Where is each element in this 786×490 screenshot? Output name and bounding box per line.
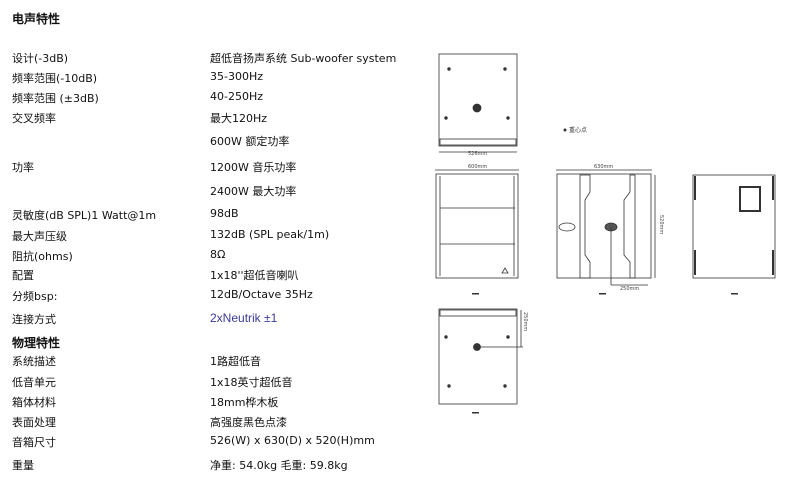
spec-label: 连接方式 xyxy=(12,313,56,326)
side-view-drawing xyxy=(556,169,656,286)
spec-label: 系统描述 xyxy=(12,355,56,368)
spec-label: 箱体材料 xyxy=(12,396,56,409)
dim-top-label: 526mm xyxy=(468,151,487,157)
section-title-physical: 物理特性 xyxy=(12,336,61,350)
spec-label: 阻抗(ohms) xyxy=(12,250,73,263)
spec-label: 灵敏度(dB SPL)1 Watt@1m xyxy=(12,209,157,222)
dim-bottom-label: 250mm xyxy=(522,312,528,331)
back-view-drawing xyxy=(692,174,776,279)
cog-legend-icon xyxy=(563,128,567,132)
spec-value: 1x18英寸超低音 xyxy=(210,376,293,389)
view-markers xyxy=(472,293,738,414)
spec-value: 35-300Hz xyxy=(210,70,264,83)
spec-value: 600W 额定功率 xyxy=(210,135,290,148)
spec-label: 配置 xyxy=(12,269,34,282)
spec-value: 18mm桦木板 xyxy=(210,396,279,409)
spec-value: 2xNeutrik ±1 xyxy=(210,311,278,325)
spec-label: 音箱尺寸 xyxy=(12,436,56,449)
spec-value: 最大120Hz xyxy=(210,112,268,125)
spec-value: 净重: 54.0kg 毛重: 59.8kg xyxy=(210,459,348,472)
spec-label: 分频bsp: xyxy=(12,290,58,303)
spec-value: 2400W 最大功率 xyxy=(210,185,297,198)
spec-value: 1200W 音乐功率 xyxy=(210,161,297,174)
spec-label: 重量 xyxy=(12,459,34,472)
spec-label: 频率范围(-10dB) xyxy=(12,72,98,85)
spec-label: 低音单元 xyxy=(12,376,56,389)
top-view-drawing xyxy=(438,53,518,153)
spec-label: 频率范围 (±3dB) xyxy=(12,92,99,105)
spec-value: 8Ω xyxy=(210,248,226,261)
spec-value: 40-250Hz xyxy=(210,90,264,103)
spec-value: 132dB (SPL peak/1m) xyxy=(210,228,330,241)
spec-value: 高强度黑色点漆 xyxy=(210,416,287,429)
dim-cog-label: 250mm xyxy=(620,286,639,292)
spec-label: 交叉频率 xyxy=(12,112,56,125)
spec-label: 设计(-3dB) xyxy=(12,52,69,65)
dim-height-label: 520mm xyxy=(658,215,664,234)
bottom-view-drawing xyxy=(438,308,523,405)
spec-value: 1x18''超低音喇叭 xyxy=(210,269,299,282)
section-title-electroacoustic: 电声特性 xyxy=(12,12,61,26)
front-view-drawing xyxy=(435,169,519,279)
dim-front-label: 600mm xyxy=(468,164,487,170)
spec-label: 表面处理 xyxy=(12,416,56,429)
dim-side-label: 630mm xyxy=(594,164,613,170)
spec-value: 98dB xyxy=(210,207,239,220)
spec-label: 最大声压级 xyxy=(12,230,67,243)
spec-value: 526(W) x 630(D) x 520(H)mm xyxy=(210,434,375,447)
cog-legend-label: 重心点 xyxy=(569,126,587,134)
spec-label: 功率 xyxy=(12,161,34,174)
spec-value: 1路超低音 xyxy=(210,355,261,368)
spec-value: 超低音扬声系统 Sub-woofer system xyxy=(210,52,397,65)
spec-value: 12dB/Octave 35Hz xyxy=(210,288,313,301)
